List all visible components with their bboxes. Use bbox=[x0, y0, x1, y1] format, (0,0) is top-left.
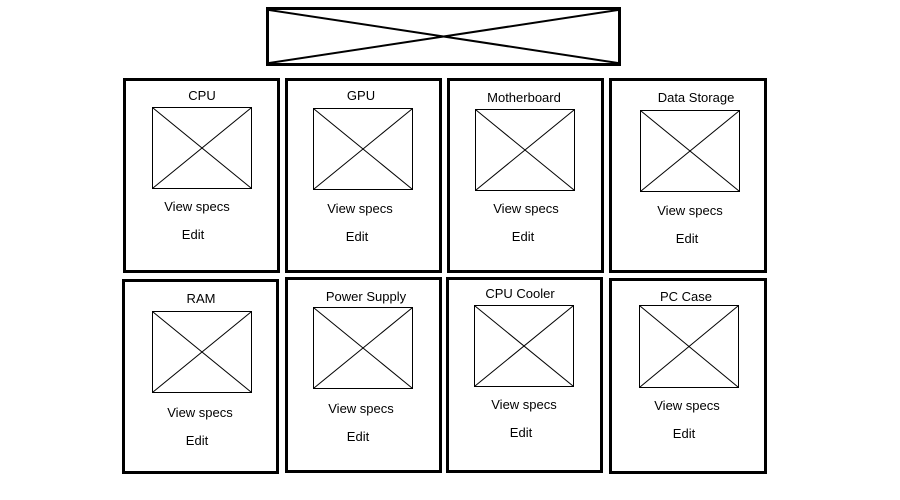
banner-image-placeholder bbox=[266, 7, 621, 66]
image-placeholder bbox=[639, 305, 739, 388]
image-placeholder-icon bbox=[475, 306, 573, 386]
card-title: RAM bbox=[186, 291, 216, 306]
view-specs-link[interactable]: View specs bbox=[328, 401, 394, 416]
card-title: Power Supply bbox=[325, 289, 407, 304]
image-placeholder bbox=[313, 108, 413, 190]
component-card-cpu-cooler: CPU Cooler View specs Edit bbox=[446, 277, 603, 473]
image-placeholder bbox=[152, 107, 252, 189]
card-title: CPU bbox=[188, 88, 216, 103]
component-card-cpu: CPU View specs Edit bbox=[123, 78, 280, 273]
view-specs-link[interactable]: View specs bbox=[327, 201, 393, 216]
edit-link[interactable]: Edit bbox=[185, 433, 209, 448]
edit-link[interactable]: Edit bbox=[345, 229, 369, 244]
component-card-ram: RAM View specs Edit bbox=[122, 279, 279, 474]
card-title: PC Case bbox=[659, 289, 713, 304]
image-placeholder bbox=[640, 110, 740, 192]
card-title: GPU bbox=[346, 88, 376, 103]
card-title: CPU Cooler bbox=[485, 286, 555, 301]
view-specs-link[interactable]: View specs bbox=[167, 405, 233, 420]
edit-link[interactable]: Edit bbox=[346, 429, 370, 444]
card-title: Motherboard bbox=[487, 90, 561, 105]
component-card-pc-case: PC Case View specs Edit bbox=[609, 278, 767, 474]
view-specs-link[interactable]: View specs bbox=[164, 199, 230, 214]
image-placeholder-icon bbox=[153, 108, 251, 188]
view-specs-link[interactable]: View specs bbox=[491, 397, 557, 412]
image-placeholder bbox=[152, 311, 252, 393]
image-placeholder-icon bbox=[314, 308, 412, 388]
view-specs-link[interactable]: View specs bbox=[493, 201, 559, 216]
image-placeholder-icon bbox=[269, 10, 618, 63]
image-placeholder-icon bbox=[314, 109, 412, 189]
edit-link[interactable]: Edit bbox=[181, 227, 205, 242]
image-placeholder-icon bbox=[153, 312, 251, 392]
image-placeholder-icon bbox=[641, 111, 739, 191]
component-card-power-supply: Power Supply View specs Edit bbox=[285, 277, 442, 473]
image-placeholder bbox=[474, 305, 574, 387]
image-placeholder bbox=[475, 109, 575, 191]
edit-link[interactable]: Edit bbox=[672, 426, 696, 441]
image-placeholder-icon bbox=[476, 110, 574, 190]
component-card-gpu: GPU View specs Edit bbox=[285, 78, 442, 273]
component-card-data-storage: Data Storage View specs Edit bbox=[609, 78, 767, 273]
edit-link[interactable]: Edit bbox=[511, 229, 535, 244]
card-title: Data Storage bbox=[657, 90, 735, 105]
view-specs-link[interactable]: View specs bbox=[657, 203, 723, 218]
component-card-motherboard: Motherboard View specs Edit bbox=[447, 78, 604, 273]
image-placeholder bbox=[313, 307, 413, 389]
edit-link[interactable]: Edit bbox=[675, 231, 699, 246]
image-placeholder-icon bbox=[640, 306, 738, 387]
view-specs-link[interactable]: View specs bbox=[654, 398, 720, 413]
edit-link[interactable]: Edit bbox=[509, 425, 533, 440]
